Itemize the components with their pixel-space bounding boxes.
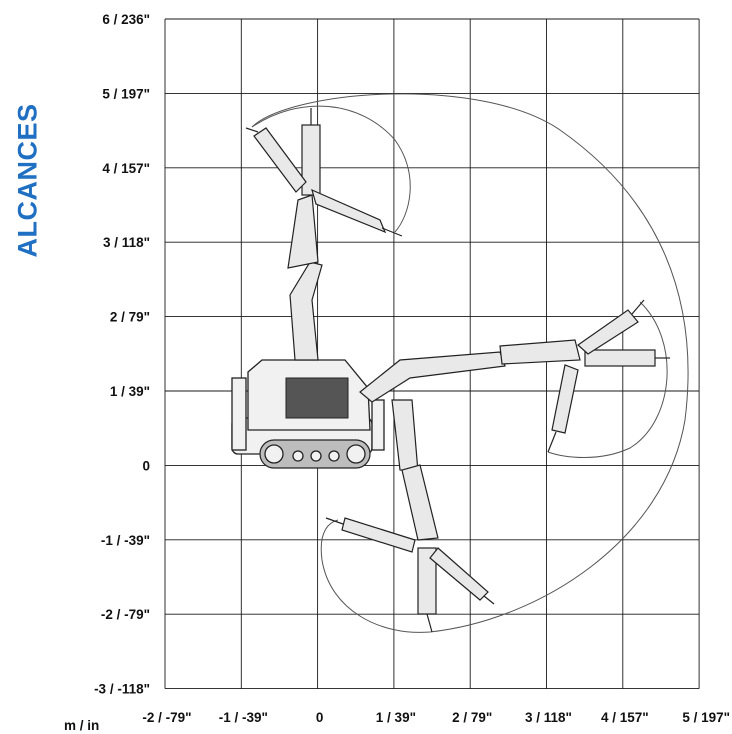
arm-tool-lower: [551, 364, 579, 434]
arm-tool-tip: [381, 227, 403, 237]
machine-vent-grille: [285, 377, 349, 419]
demolition-machine: [231, 359, 385, 469]
track-wheel: [264, 444, 284, 464]
arm-tool-tip: [325, 517, 344, 525]
x-tick-label: 2 / 79": [452, 710, 492, 725]
arm-stick: [499, 339, 581, 365]
reach-envelope-upper-loop: [251, 105, 411, 233]
arm-tool-upper-left: [253, 127, 307, 193]
track-wheel: [328, 450, 340, 462]
arm-position-lower: [325, 399, 495, 633]
x-tick-label: -2 / -79": [142, 710, 191, 725]
y-tick-label: 2 / 79": [110, 310, 150, 325]
arm-tool-left: [341, 517, 416, 553]
y-tick-label: 4 / 157": [102, 161, 150, 176]
x-tick-label: 4 / 157": [601, 710, 649, 725]
arm-stick: [287, 194, 319, 269]
arm-tool-tip: [483, 595, 495, 605]
track-wheel: [346, 444, 366, 464]
arm-position-horizontal: [359, 299, 670, 453]
outrigger-left: [231, 377, 247, 451]
x-tick-label: 5 / 197": [682, 710, 730, 725]
x-tick-label: 3 / 118": [525, 710, 572, 725]
y-axis-labels: 6 / 236" 5 / 197" 4 / 157" 3 / 118" 2 / 79" 1…: [94, 12, 150, 697]
arm-tool-tip: [631, 299, 645, 315]
y-tick-label: 3 / 118": [103, 235, 150, 250]
arm-boom: [359, 351, 506, 403]
arm-tool-tip: [426, 613, 433, 633]
arm-tool-tip: [245, 127, 259, 133]
arm-tool-upper: [577, 309, 639, 355]
arm-cylinder: [584, 349, 656, 367]
track-wheels: [264, 444, 366, 464]
arm-boom: [289, 261, 323, 361]
x-tick-label: -1 / -39": [219, 710, 268, 725]
arm-cylinder: [301, 124, 321, 196]
reach-envelope: [251, 93, 689, 633]
y-tick-label: 0: [142, 458, 150, 473]
track-wheel: [292, 450, 304, 462]
outrigger-right: [371, 399, 385, 451]
y-tick-label: 6 / 236": [102, 12, 150, 27]
arm-tool-right: [429, 547, 489, 601]
x-tick-label: 0: [316, 710, 324, 725]
track-wheel: [310, 450, 322, 462]
x-axis-labels: -2 / -79" -1 / -39" 0 1 / 39" 2 / 79" 3 / 118…: [142, 710, 730, 725]
arm-position-vertical: [245, 108, 403, 361]
unit-label: m / in: [64, 718, 99, 733]
arm-boom: [391, 399, 419, 473]
y-tick-label: -1 / -39": [101, 533, 150, 548]
arm-tool-tip: [547, 431, 557, 453]
y-tick-label: -3 / -118": [94, 682, 150, 697]
arm-stick: [401, 464, 439, 541]
y-tick-label: 5 / 197": [102, 86, 150, 101]
reach-envelope-right-loop: [547, 301, 668, 458]
arm-tool-right: [311, 188, 387, 234]
reach-envelope-outer: [251, 93, 689, 633]
x-tick-label: 1 / 39": [376, 710, 416, 725]
y-tick-label: -2 / -79": [101, 607, 150, 622]
y-tick-label: 1 / 39": [110, 384, 150, 399]
